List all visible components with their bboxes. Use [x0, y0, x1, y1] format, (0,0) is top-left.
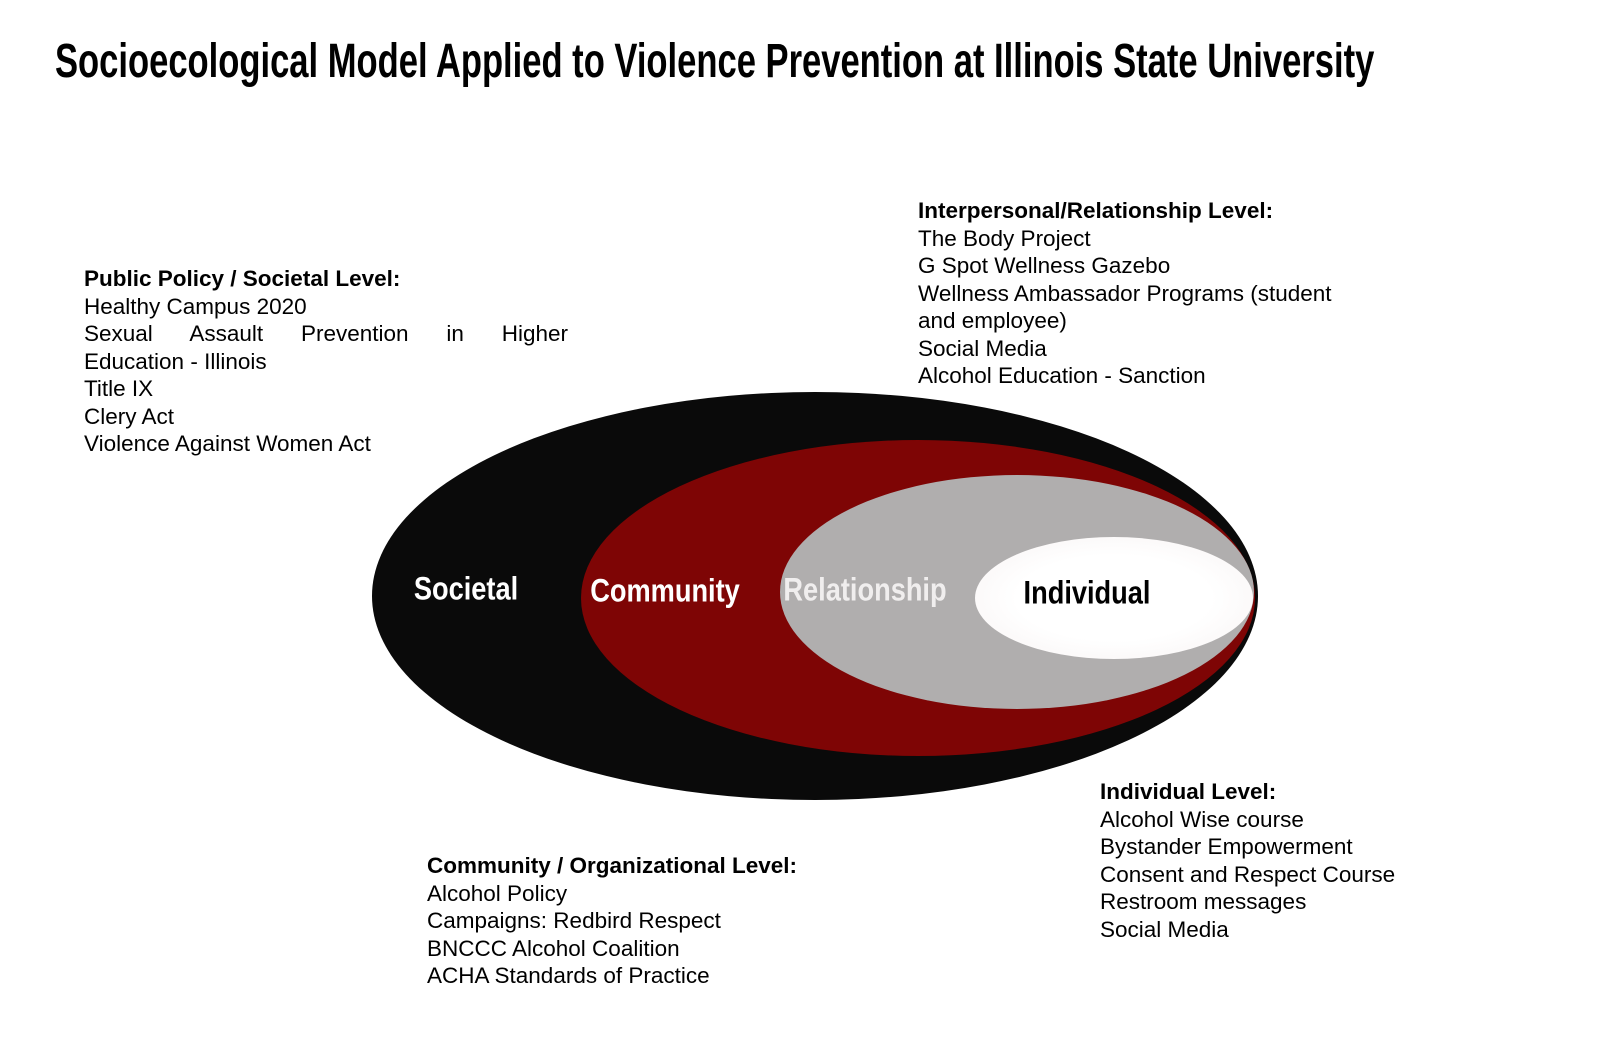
level-item: Education - Illinois — [84, 348, 267, 374]
community-organizational-level-title: Community / Organizational Level: — [427, 853, 798, 878]
level-item: and employee) — [918, 308, 1067, 333]
level-item: Wellness Ambassador Programs (student — [918, 280, 1332, 306]
individual-ellipse — [975, 537, 1253, 659]
level-item: G Spot Wellness Gazebo — [918, 253, 1171, 278]
interpersonal-relationship-level-title: Interpersonal/Relationship Level: — [918, 198, 1274, 223]
individual-level-title: Individual Level: — [1100, 779, 1277, 804]
level-item: Alcohol Policy — [427, 880, 568, 906]
public-policy-societal-level-block: Public Policy / Societal Level: Healthy … — [84, 265, 568, 458]
community-ring-label: Community — [590, 572, 740, 609]
societal-ring-label: Societal — [413, 570, 519, 607]
level-item: Alcohol Wise course — [1100, 806, 1304, 832]
level-item: Restroom messages — [1100, 889, 1307, 914]
level-item: Violence Against Women Act — [84, 431, 371, 456]
individual-ring-label: Individual — [1023, 574, 1151, 611]
level-item: Consent and Respect Course — [1100, 861, 1396, 887]
public-policy-societal-level-title: Public Policy / Societal Level: — [84, 266, 401, 291]
level-item: ACHA Standards of Practice — [427, 963, 710, 988]
interpersonal-relationship-level-block: Interpersonal/Relationship Level: The Bo… — [918, 197, 1428, 390]
page-title: Socioecological Model Applied to Violenc… — [55, 35, 1375, 88]
level-item: Title IX — [84, 376, 154, 401]
level-item: Alcohol Education - Sanction — [918, 363, 1206, 388]
level-item: Bystander Empowerment — [1100, 834, 1353, 859]
level-item: Healthy Campus 2020 — [84, 293, 307, 319]
level-item: Campaigns: Redbird Respect — [427, 908, 721, 933]
level-item: Social Media — [918, 335, 1047, 361]
relationship-ring-label: Relationship — [783, 571, 947, 608]
level-item: Social Media — [1100, 916, 1229, 942]
level-item: Sexual Assault Prevention in Higher — [84, 321, 568, 346]
community-organizational-level-block: Community / Organizational Level: Alcoho… — [427, 852, 887, 990]
level-item: The Body Project — [918, 225, 1091, 251]
level-item: Clery Act — [84, 403, 175, 429]
level-item: BNCCC Alcohol Coalition — [427, 935, 680, 961]
